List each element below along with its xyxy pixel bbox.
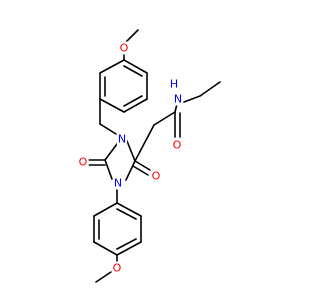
atom-label-backdrop: [168, 77, 180, 91]
atom-label-backdrop: [112, 176, 124, 190]
atom-label-backdrop: [111, 261, 123, 275]
bond-c4-ch2: [134, 124, 155, 162]
atom-label-backdrop: [150, 169, 162, 183]
bond-c5-o-b: [132, 165, 149, 176]
atom-label-backdrop: [118, 41, 130, 55]
bond-layer: [88, 29, 221, 283]
bond-bottom-ring-inner-b: [116, 238, 137, 250]
atom-label-layer: O H N O N O O N O: [77, 41, 184, 275]
atom-nitrogen-ring-bottom: N: [114, 177, 122, 190]
bond-n-c2: [126, 140, 136, 162]
bond-n1-c5: [125, 160, 136, 181]
bond-top-ring-inner-b: [123, 95, 143, 107]
atom-oxygen-bottom: O: [113, 262, 122, 275]
bond-bottom-ring-6: [116, 202, 142, 217]
bond-ch2-carbonyl: [153, 111, 176, 126]
bond-n-c4: [104, 143, 118, 161]
atom-label-backdrop: [172, 92, 184, 106]
atom-label-backdrop: [171, 138, 183, 152]
atom-nitrogen-amide: N: [174, 93, 182, 106]
atom-hydrogen-amide: H: [170, 78, 178, 91]
structure-diagram: O H N O N O O N O: [77, 29, 221, 283]
bond-bottom-ring-3: [93, 241, 118, 256]
bond-methoxy-c-o-bottom: [95, 271, 112, 283]
atom-oxygen-top: O: [120, 42, 129, 55]
bond-c2-n1: [104, 159, 113, 180]
bond-bottom-ring-inner-c: [116, 208, 137, 220]
bond-n-ethyl-1: [183, 95, 201, 103]
bond-c5-o-a: [134, 160, 151, 171]
bond-top-ring-1: [99, 59, 125, 74]
bond-top-ring-4: [123, 98, 148, 113]
bond-bottom-ring-1: [93, 202, 118, 217]
atom-oxygen-c5: O: [152, 170, 161, 183]
bond-top-ring-3: [99, 98, 125, 113]
atom-label-backdrop: [116, 132, 128, 146]
atom-nitrogen-ring-top: N: [118, 133, 126, 146]
bond-bottom-ring-4: [116, 241, 142, 256]
bond-top-ring-inner-c: [123, 65, 143, 77]
bond-top-ring-6: [123, 59, 148, 74]
bond-ch2-n: [99, 123, 117, 135]
atom-label-backdrop: [77, 155, 89, 169]
bond-ethyl-2: [199, 81, 221, 97]
atom-oxygen-amide: O: [173, 139, 182, 152]
atom-oxygen-c2: O: [79, 156, 88, 169]
